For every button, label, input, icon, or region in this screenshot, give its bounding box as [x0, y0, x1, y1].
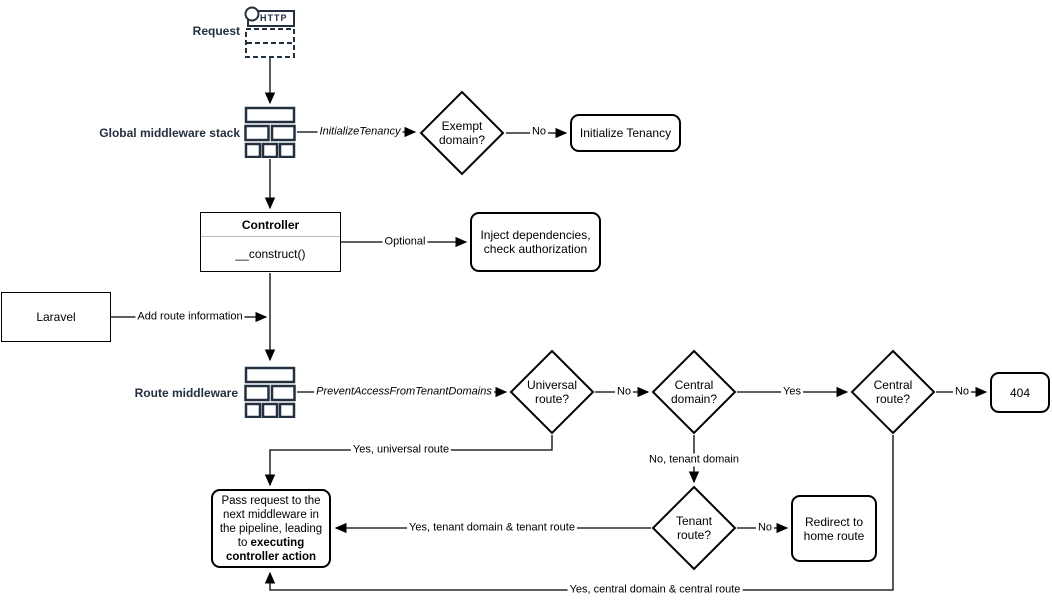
- inject-dependencies-node: Inject dependencies, check authorization: [470, 212, 601, 272]
- edge-label-yes-tenant-domain-route: Yes, tenant domain & tenant route: [407, 521, 577, 535]
- central-route-decision: Central route?: [850, 349, 936, 435]
- diamond-shape: [419, 90, 505, 176]
- pass-request-node: Pass request to the next middleware in t…: [211, 489, 331, 568]
- edge-label-add-route-information: Add route information: [135, 310, 245, 324]
- edge-label-central-route-no: No: [952, 385, 972, 399]
- redirect-home-node: Redirect to home route: [791, 495, 877, 562]
- diamond-shape: [509, 349, 595, 435]
- edge-label-initialize-tenancy: InitializeTenancy: [317, 125, 403, 139]
- laravel-node: Laravel: [1, 292, 111, 342]
- edge-label-universal-no: No: [614, 385, 634, 399]
- edge-label-central-domain-yes: Yes: [781, 385, 803, 399]
- node-text: Redirect to home route: [803, 514, 865, 543]
- decision-text: Central domain?: [670, 378, 717, 406]
- edge-label-tenant-no: No: [755, 521, 775, 535]
- tenant-route-decision: Tenant route?: [651, 485, 737, 571]
- pass-request-text: Pass request to the next middleware in t…: [219, 494, 323, 549]
- node-text: Pass request to the next middleware in t…: [217, 494, 325, 564]
- decision-text: Tenant route?: [675, 514, 712, 542]
- node-text: Laravel: [36, 310, 76, 324]
- controller-class-node: Controller __construct(): [200, 212, 341, 272]
- edge-label-prevent-access: PreventAccessFromTenantDomains: [314, 385, 494, 399]
- middleware-stack-icon-shape: [244, 366, 296, 419]
- pass-request-bold-text: executing controller action: [225, 536, 317, 563]
- initialize-tenancy-node: Initialize Tenancy: [570, 114, 681, 152]
- decision-text: Central route?: [873, 378, 913, 406]
- diamond-shape: [651, 485, 737, 571]
- middleware-stack-icon-shape: [244, 106, 296, 159]
- diamond-shape: [651, 349, 737, 435]
- node-text: Initialize Tenancy: [579, 126, 672, 140]
- decision-text: Exempt domain?: [438, 119, 485, 147]
- http-request-icon-shape: [244, 6, 295, 58]
- edge-label-yes-universal-route: Yes, universal route: [350, 443, 452, 457]
- decision-text: Universal route?: [526, 378, 577, 406]
- exempt-domain-decision: Exempt domain?: [419, 90, 505, 176]
- edge-universal-yes-to-pass: [264, 435, 553, 487]
- edge-label-exempt-no: No: [529, 125, 549, 139]
- edge-label-yes-central-domain-route: Yes, central domain & central route: [567, 583, 743, 597]
- http-request-icon: HTTP: [244, 6, 296, 58]
- controller-method: __construct(): [235, 247, 306, 261]
- route-middleware-label: Route middleware: [134, 386, 238, 400]
- node-text: Inject dependencies, check authorization: [480, 228, 591, 256]
- not-found-node: 404: [990, 372, 1050, 413]
- edge-label-no-tenant-domain: No, tenant domain: [647, 453, 741, 467]
- edge-label-optional: Optional: [382, 235, 428, 249]
- request-label: Request: [192, 24, 240, 38]
- diamond-shape: [850, 349, 936, 435]
- controller-title: Controller: [201, 213, 340, 237]
- http-label: HTTP: [260, 13, 288, 23]
- node-text: 404: [1009, 385, 1031, 400]
- global-middleware-stack-label: Global middleware stack: [99, 126, 240, 140]
- middleware-stack-icon: [244, 366, 296, 419]
- universal-route-decision: Universal route?: [509, 349, 595, 435]
- middleware-stack-icon: [244, 106, 296, 159]
- central-domain-decision: Central domain?: [651, 349, 737, 435]
